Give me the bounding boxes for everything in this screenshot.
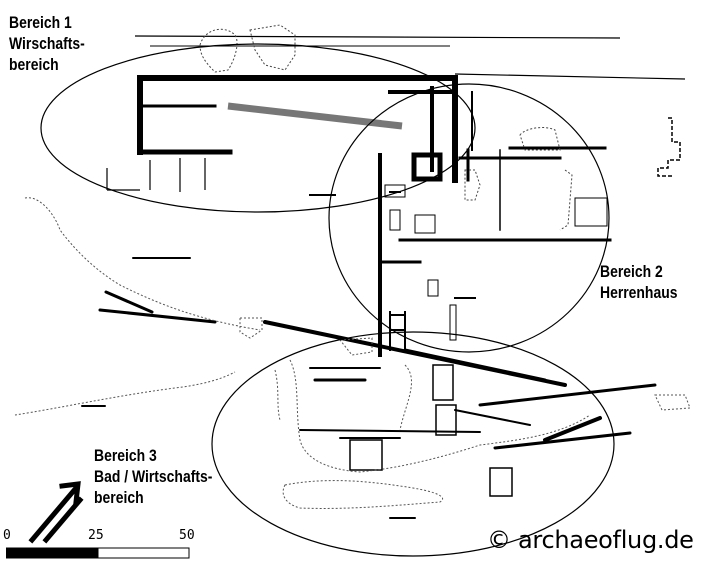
zone-3-label: Bereich 3 Bad / Wirtschafts- bereich	[94, 446, 213, 507]
zone-2-ellipse	[328, 83, 610, 353]
feature-outline	[559, 169, 573, 231]
feature-outline	[464, 169, 481, 201]
feature-outline	[249, 24, 296, 71]
building-2-walls	[309, 91, 612, 357]
diagonal-walls	[81, 257, 657, 519]
gray-wall	[227, 102, 403, 130]
building-3-rooms	[349, 364, 513, 497]
north-arrow-icon	[28, 481, 84, 544]
building-2-rooms	[384, 184, 608, 341]
building-1-stubs	[106, 158, 206, 192]
scale-bar	[6, 547, 190, 559]
feature-outline	[657, 117, 681, 177]
scale-tick-0: 0	[3, 528, 11, 543]
boundary-line	[454, 73, 686, 80]
scale-tick-25: 25	[88, 528, 104, 543]
building-1-walls	[137, 75, 458, 183]
terrain-contours	[14, 197, 691, 509]
boundary-line	[134, 35, 621, 39]
feature-outline	[519, 127, 561, 151]
zone-1-label: Bereich 1 Wirschafts- bereich	[9, 13, 85, 74]
zone-3-ellipse	[211, 331, 615, 557]
zone-2-label: Bereich 2 Herrenhaus	[600, 262, 678, 302]
copyright-text: © archaeoflug.de	[487, 526, 694, 554]
scale-tick-50: 50	[179, 528, 195, 543]
zone-1-ellipse	[40, 43, 476, 213]
